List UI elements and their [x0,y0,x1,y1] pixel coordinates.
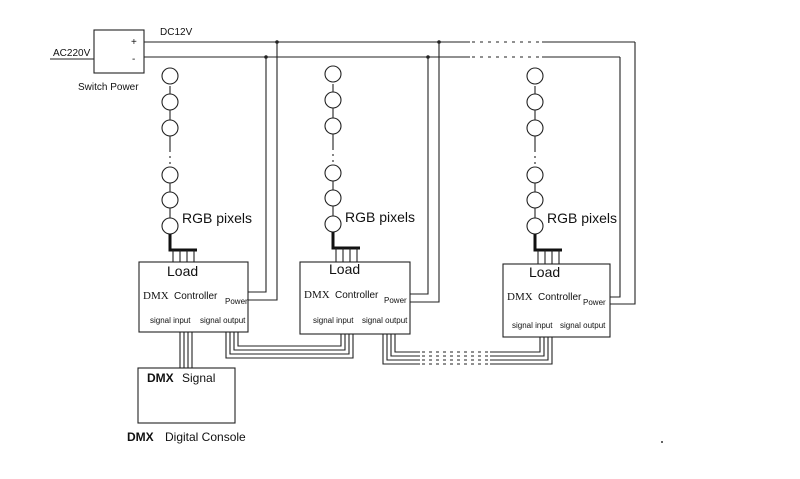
ac-input-label: AC220V [53,48,91,59]
stray-dot [661,441,663,443]
dmx-label: DMX [507,291,533,303]
dmx-controller-box [299,261,411,335]
switch-power-box [93,29,145,74]
rgb-pixel [161,119,179,137]
dc-bus [144,40,635,59]
console-dmx-label: DMX [127,430,154,444]
rgb-pixel-chain [161,67,179,235]
rgb-pixel [526,166,544,184]
load-label: Load [529,264,560,280]
load-label: Load [329,261,360,277]
rgb-pixel [161,67,179,85]
signal-input-label: signal input [150,316,191,325]
signal-input-label: signal input [512,321,553,330]
rgb-pixels-label: RGB pixels [547,210,617,226]
dmx-signal-dmx-label: DMX [147,371,174,385]
load-connector [533,234,562,264]
rgb-pixels-label: RGB pixels [182,210,252,226]
power-wire-minus [410,57,429,295]
rgb-pixel [324,215,342,233]
dmx-daisy-chain-cable-2 [382,334,553,365]
rgb-pixel [324,65,342,83]
power-wire-plus [610,42,636,305]
dmx-signal-label: Signal [182,371,215,385]
rgb-pixel [324,117,342,135]
rgb-pixel-chain [324,65,342,233]
rgb-pixel [526,191,544,209]
signal-output-label: signal output [560,321,606,330]
controller-label: Controller [174,291,218,302]
rgb-pixels-label: RGB pixels [345,209,415,225]
controller-unit-3: RGB pixels Load DMX Controller Power sig… [502,42,636,338]
load-connector [168,234,197,262]
rgb-pixel [324,189,342,207]
dmx-input-cable [179,332,193,368]
power-wire-plus [248,42,278,301]
dmx-label: DMX [304,289,330,301]
rgb-pixel [161,93,179,111]
controller-label: Controller [538,292,582,303]
power-wire-minus [248,57,267,293]
power-label: Power [384,296,407,305]
rgb-pixel [161,191,179,209]
rgb-pixel [526,93,544,111]
power-label: Power [583,298,606,307]
rgb-pixel [161,217,179,235]
rgb-pixel [324,164,342,182]
rgb-pixel [526,217,544,235]
dmx-label: DMX [143,290,169,302]
rgb-pixel [324,91,342,109]
dmx-controller-box [138,261,249,333]
dmx-console-box [137,367,236,424]
rgb-pixel [161,166,179,184]
plus-terminal: + [131,37,137,48]
controller-unit-1: RGB pixels Load DMX Controller Power sig… [138,42,278,333]
signal-output-label: signal output [362,316,408,325]
signal-input-label: signal input [313,316,354,325]
rgb-pixel [526,119,544,137]
rgb-pixel-chain [526,67,544,235]
switch-power-label: Switch Power [78,82,139,93]
controller-label: Controller [335,290,379,301]
rgb-pixel [526,67,544,85]
power-wire-minus [610,57,621,298]
dc-output-label: DC12V [160,27,193,38]
digital-console-label: Digital Console [165,430,246,444]
dmx-daisy-chain-cable-1 [225,332,354,359]
load-label: Load [167,263,198,279]
power-wire-plus [410,42,440,303]
dmx-controller-box [502,263,611,338]
controller-unit-2: RGB pixels Load DMX Controller Power sig… [299,42,440,335]
minus-terminal: - [132,54,135,65]
power-label: Power [225,297,248,306]
signal-output-label: signal output [200,316,246,325]
load-connector [331,232,360,262]
